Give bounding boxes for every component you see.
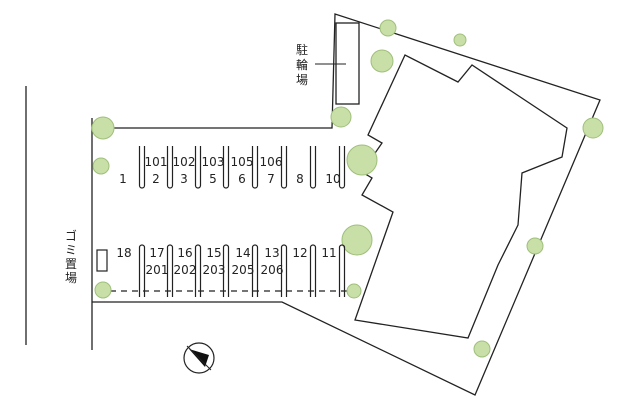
tree-icon [341, 224, 373, 256]
parking-space-number: 7 [267, 172, 275, 186]
parking-space-number: 17 [149, 246, 164, 260]
parking-stall-line [166, 146, 174, 189]
parking-stall-line [222, 244, 230, 297]
unit-number-label: 206 [261, 263, 284, 277]
parking-stall-line [338, 244, 346, 297]
parking-space-number: 11 [321, 246, 336, 260]
tree-icon [91, 116, 115, 140]
north-arrow-icon [183, 342, 215, 374]
tree-icon [370, 49, 394, 73]
parking-space-number: 12 [292, 246, 307, 260]
unit-number-label: 106 [260, 155, 283, 169]
bicycle-parking-char: 駐 [296, 42, 308, 57]
parking-stall-line [251, 146, 259, 189]
tree-icon [473, 340, 491, 358]
tree-icon [582, 117, 604, 139]
site-boundary [91, 13, 601, 396]
unit-number-label: 101 [145, 155, 168, 169]
tree-icon [330, 106, 352, 128]
unit-number-label: 202 [174, 263, 197, 277]
parking-space-number: 18 [116, 246, 131, 260]
unit-number-label: 201 [146, 263, 169, 277]
parking-space-number: 6 [238, 172, 246, 186]
tree-icon [379, 19, 397, 37]
trees-layer [91, 19, 604, 358]
parking-space-number: 1 [119, 172, 127, 186]
bicycle-parking-char: 輪 [296, 57, 308, 72]
parking-stall-line [222, 146, 230, 189]
bottom-parking-row: 18 17 201 16 202 15 203 14 205 13 206 12 11 [116, 244, 346, 297]
unit-number-label: 105 [231, 155, 254, 169]
parking-space-number: 5 [209, 172, 217, 186]
tree-icon [94, 281, 112, 299]
tree-icon [92, 157, 110, 175]
unit-number-label: 103 [202, 155, 225, 169]
tree-icon [346, 144, 378, 176]
garbage-area-box [96, 249, 108, 272]
unit-number-label: 102 [173, 155, 196, 169]
parking-stall-line [138, 146, 146, 189]
bicycle-parking-char: 場 [296, 73, 308, 87]
parking-stall-line [338, 146, 346, 189]
parking-space-number: 3 [180, 172, 188, 186]
parking-space-number: 13 [264, 246, 279, 260]
parking-space-number: 8 [296, 172, 304, 186]
bicycle-parking-label: 駐輪場 [296, 42, 308, 87]
garbage-area-char: 場 [65, 271, 77, 285]
parking-stall-line [251, 244, 259, 297]
garbage-area-char: ゴ [65, 228, 77, 243]
parking-stall-line [194, 146, 202, 189]
building-outline [354, 54, 568, 339]
garbage-area-char: 置 [65, 257, 77, 271]
parking-stall-line [280, 146, 288, 189]
parking-space-number: 15 [206, 246, 221, 260]
parking-stall-line [280, 244, 288, 297]
parking-stall-line [309, 146, 317, 189]
parking-stall-line [194, 244, 202, 297]
unit-number-label: 203 [203, 263, 226, 277]
parking-stall-line [138, 244, 146, 297]
top-parking-row: 1 101 2 102 3 103 5 105 6 106 7 8 10 [119, 146, 346, 189]
tree-icon [346, 283, 362, 299]
tree-icon [526, 237, 544, 255]
garbage-area-char: ミ [65, 243, 77, 257]
parking-space-number: 2 [152, 172, 160, 186]
parking-space-number: 10 [325, 172, 340, 186]
tree-icon [453, 33, 467, 47]
parking-space-number: 14 [235, 246, 250, 260]
parking-space-number: 16 [177, 246, 192, 260]
unit-number-label: 205 [232, 263, 255, 277]
parking-stall-line [309, 244, 317, 297]
parking-stall-line [166, 244, 174, 297]
